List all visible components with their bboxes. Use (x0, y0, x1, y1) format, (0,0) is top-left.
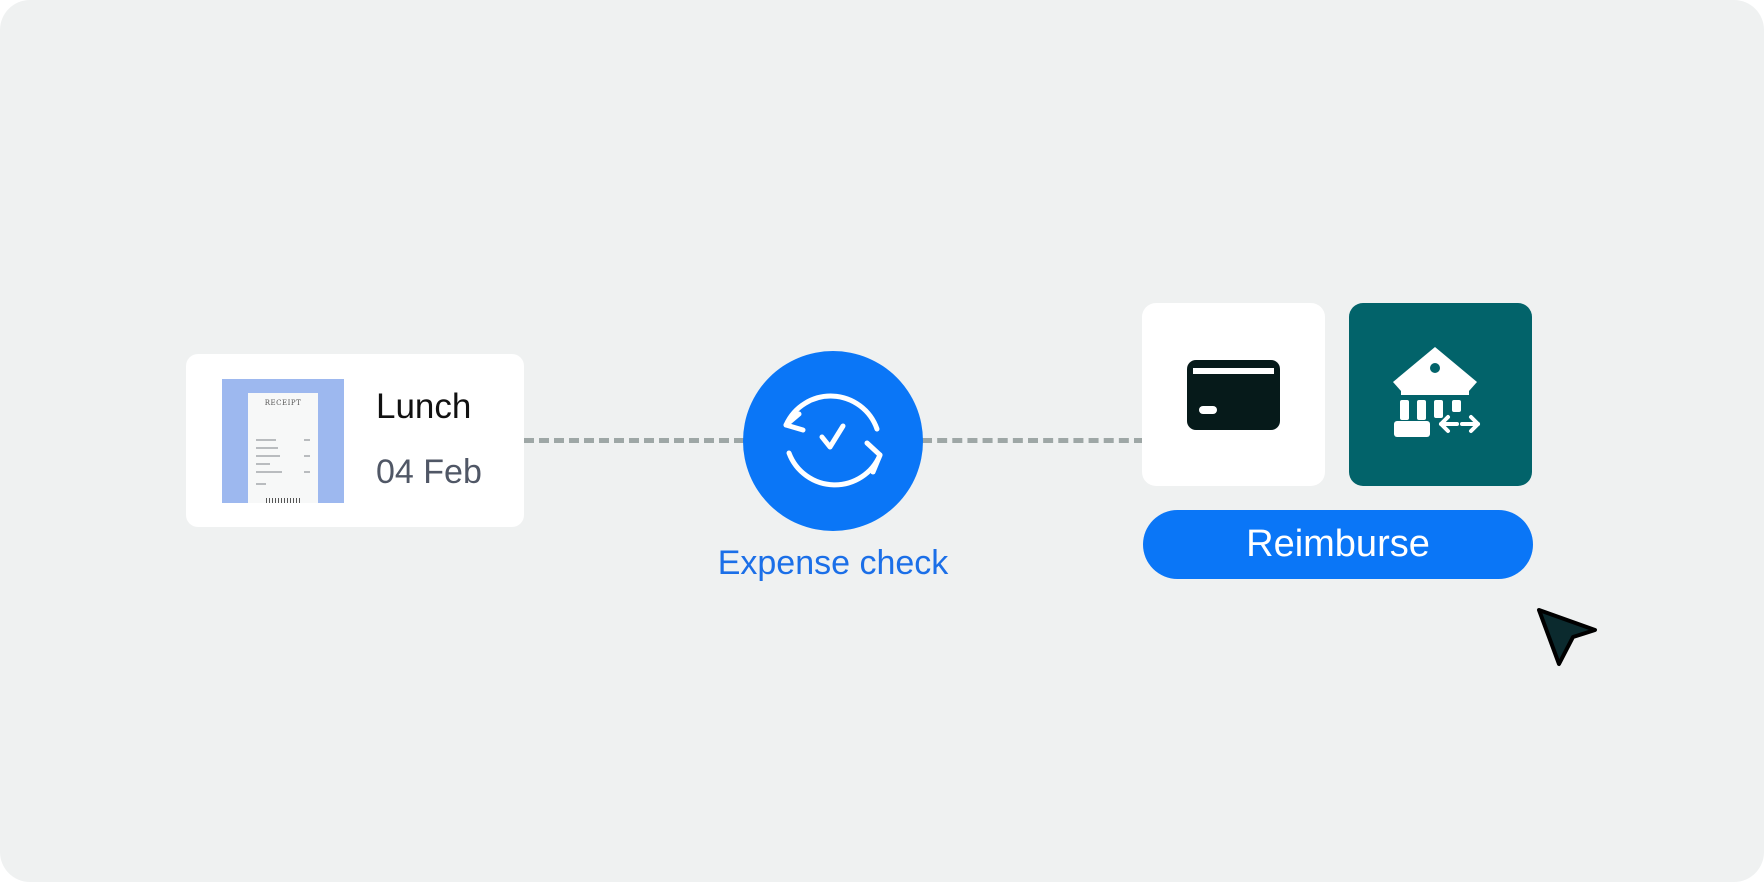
receipt-line (256, 483, 266, 485)
expense-title: Lunch (376, 387, 472, 426)
receipt-line (256, 471, 282, 473)
receipt-barcode (266, 498, 300, 503)
sync-check-icon (783, 393, 883, 488)
receipt-line (256, 447, 278, 449)
receipt-line (256, 439, 276, 441)
credit-card-icon (1187, 360, 1280, 430)
bank-transfer-icon (1393, 347, 1480, 437)
connector-line-right (922, 438, 1144, 443)
receipt-paper: RECEIPT (248, 393, 318, 503)
receipt-line (304, 439, 310, 441)
receipt-line (304, 455, 310, 457)
card-payment-tile[interactable] (1142, 303, 1325, 486)
reimburse-button[interactable]: Reimburse (1143, 510, 1533, 579)
expense-card[interactable]: RECEIPT Lunch 04 Feb (186, 354, 524, 527)
receipt-thumbnail: RECEIPT (222, 379, 344, 503)
bank-transfer-tile[interactable] (1349, 303, 1532, 486)
receipt-heading: RECEIPT (264, 399, 302, 407)
expense-check-node[interactable] (743, 351, 923, 531)
receipt-line (256, 455, 280, 457)
connector-line-left (524, 438, 744, 443)
receipt-line (256, 463, 270, 465)
cursor-arrow-icon (1537, 608, 1597, 666)
receipt-line (304, 471, 310, 473)
expense-date: 04 Feb (376, 453, 482, 491)
expense-check-label: Expense check (717, 544, 949, 582)
